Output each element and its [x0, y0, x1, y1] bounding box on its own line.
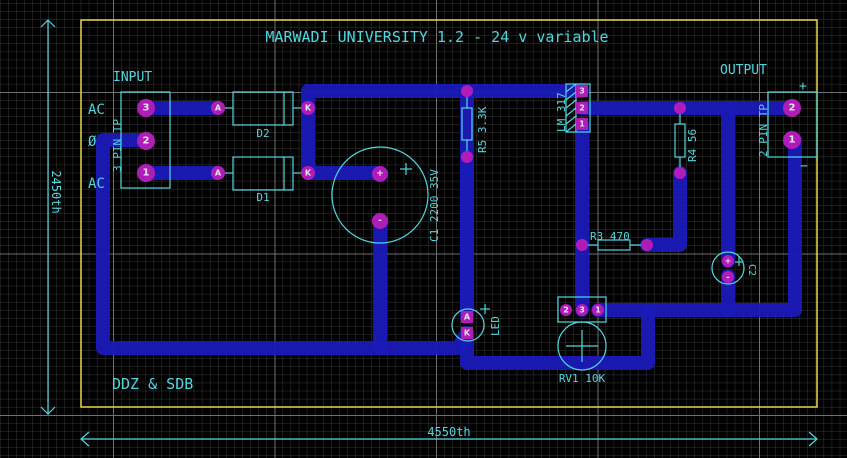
svg-text:3: 3: [579, 87, 585, 96]
width-dimension: 4550th: [80, 425, 818, 447]
svg-text:A: A: [215, 169, 222, 178]
d1-anode-pad: A: [211, 166, 225, 180]
r3-label: R3 470: [590, 230, 630, 243]
j2-pin-2[interactable]: 2: [783, 99, 801, 117]
led-label: LED: [489, 316, 502, 336]
resistor-r3[interactable]: R3 470: [576, 230, 653, 251]
potentiometer-rv1[interactable]: RV1 10K 2 3 1: [557, 296, 607, 385]
capacitor-c1[interactable]: C1 2200 35V + -: [331, 146, 441, 244]
j1-pin-2[interactable]: 2: [137, 132, 155, 150]
d1-label: D1: [256, 191, 269, 204]
lm317-pin-2: 2: [576, 102, 588, 114]
c1-label: C1 2200 35V: [428, 169, 441, 242]
svg-text:3: 3: [579, 306, 585, 315]
svg-text:K: K: [464, 329, 471, 338]
led-anode-pad: A: [461, 311, 473, 323]
height-dimension: 2450th: [40, 19, 63, 415]
c2-plus-pad: +: [722, 255, 734, 267]
input-label: INPUT: [113, 70, 152, 85]
svg-text:3: 3: [143, 103, 150, 114]
rv1-pin-3: 3: [576, 304, 588, 316]
j1-pin-1[interactable]: 1: [137, 164, 155, 182]
width-dimension-label: 4550th: [427, 425, 470, 439]
output-label: OUTPUT: [720, 63, 767, 78]
svg-text:-: -: [726, 273, 729, 282]
c2-minus-pad: -: [722, 271, 734, 283]
c1-plus-pad: +: [372, 166, 388, 182]
footer-text: DDZ & SDB: [112, 375, 193, 393]
svg-text:1: 1: [143, 168, 150, 179]
svg-text:1: 1: [595, 306, 601, 315]
j2-output-terminal[interactable]: 2 PIN TP + − 2 1: [757, 79, 818, 174]
height-dimension-label: 2450th: [49, 170, 63, 213]
ac-bottom-label: AC: [88, 176, 105, 192]
svg-text:2: 2: [563, 306, 569, 315]
r5-pad-bottom: [461, 151, 473, 163]
d1-cathode-pad: K: [301, 166, 315, 180]
rv1-pin-2: 2: [560, 304, 572, 316]
lm317-pin-3: 3: [576, 85, 588, 97]
svg-text:2: 2: [789, 103, 796, 114]
svg-text:K: K: [305, 104, 312, 113]
led[interactable]: LED A K: [451, 304, 502, 342]
svg-text:+: +: [376, 169, 384, 179]
svg-text:1: 1: [789, 135, 796, 146]
rv1-pin-1: 1: [592, 304, 604, 316]
svg-text:K: K: [305, 169, 312, 178]
svg-text:-: -: [378, 216, 382, 226]
c1-minus-pad: -: [372, 213, 388, 229]
j2-label: 2 PIN TP: [757, 104, 770, 157]
svg-text:+: +: [725, 257, 732, 266]
svg-text:1: 1: [579, 120, 585, 129]
board-outline[interactable]: [80, 19, 818, 408]
output-plus-label: +: [799, 79, 807, 94]
diode-d1[interactable]: D1 A K: [211, 156, 315, 204]
r4-label: R4 56: [686, 129, 699, 162]
j2-pin-1[interactable]: 1: [783, 131, 801, 149]
svg-text:A: A: [464, 313, 471, 322]
regulator-lm317[interactable]: LM 317 3 2 1: [555, 83, 591, 133]
svg-text:2: 2: [143, 136, 150, 147]
d2-cathode-pad: K: [301, 101, 315, 115]
ac-top-label: AC: [88, 102, 105, 118]
resistor-r5[interactable]: R5 3.3K: [461, 85, 489, 163]
d2-anode-pad: A: [211, 101, 225, 115]
r4-pad-top: [674, 102, 686, 114]
capacitor-c2[interactable]: C2 + -: [711, 251, 757, 285]
c2-label: C2: [746, 264, 757, 276]
ground-label: Ø: [88, 134, 97, 150]
diode-d2[interactable]: D2 A K: [211, 91, 315, 140]
lm317-pin-1: 1: [576, 118, 588, 130]
r5-pad-top: [461, 85, 473, 97]
r3-pad-right: [641, 239, 653, 251]
svg-text:A: A: [215, 104, 222, 113]
board-title: MARWADI UNIVERSITY 1.2 - 24 v variable: [265, 28, 608, 46]
j1-input-terminal[interactable]: 3 PIN TP 3 2 1: [111, 91, 171, 189]
rv1-label: RV1 10K: [559, 372, 606, 385]
resistor-r4[interactable]: R4 56: [674, 102, 699, 179]
r4-pad-bottom: [674, 167, 686, 179]
led-cathode-pad: K: [461, 327, 473, 339]
svg-text:2: 2: [579, 104, 585, 113]
output-minus-label: −: [800, 159, 808, 174]
lm317-label: LM 317: [555, 92, 568, 132]
j1-pin-3[interactable]: 3: [137, 99, 155, 117]
r3-pad-left: [576, 239, 588, 251]
r5-label: R5 3.3K: [476, 106, 489, 153]
j1-label: 3 PIN TP: [111, 119, 124, 172]
d2-label: D2: [256, 127, 269, 140]
